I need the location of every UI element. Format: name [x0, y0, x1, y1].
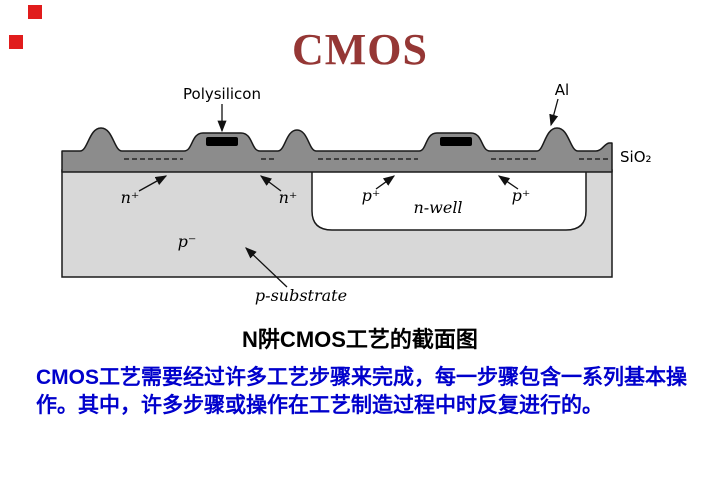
slide-title: CMOS: [292, 25, 428, 74]
red-square-decor-left: [9, 35, 23, 49]
n-plus-left-label: n⁺: [121, 188, 140, 207]
al-arrow: [549, 98, 559, 127]
polysilicon-gate-left: [206, 137, 238, 146]
p-minus-label: p⁻: [178, 232, 197, 251]
polysilicon-label: Polysilicon: [183, 85, 261, 103]
body-paragraph: CMOS工艺需要经过许多工艺步骤来完成，每一步骤包含一系列基本操作。其中，许多步…: [36, 366, 687, 417]
n-plus-right-arrow: [259, 175, 282, 192]
polysilicon-gate-right: [440, 137, 472, 146]
p-substrate-label: p-substrate: [255, 286, 347, 305]
p-plus-right-arrow: [497, 175, 519, 190]
p-plus-right-label: p⁺: [512, 186, 531, 205]
sio2-label: SiO₂: [620, 148, 652, 166]
oxide-metal-layer: [61, 127, 613, 173]
p-substrate-arrow: [245, 247, 288, 288]
figure-caption: N阱CMOS工艺的截面图: [242, 327, 478, 352]
red-square-decor-top: [28, 5, 42, 19]
n-plus-right-label: n⁺: [279, 188, 298, 207]
n-plus-left-arrow: [138, 175, 168, 192]
cmos-cross-section-diagram: Polysilicon Al SiO₂ n⁺ n⁺ p⁺ p⁺ n-well p…: [61, 81, 652, 305]
p-plus-left-label: p⁺: [362, 186, 381, 205]
n-well-label: n-well: [413, 198, 462, 217]
al-label: Al: [555, 81, 569, 99]
p-plus-left-arrow: [375, 175, 396, 190]
